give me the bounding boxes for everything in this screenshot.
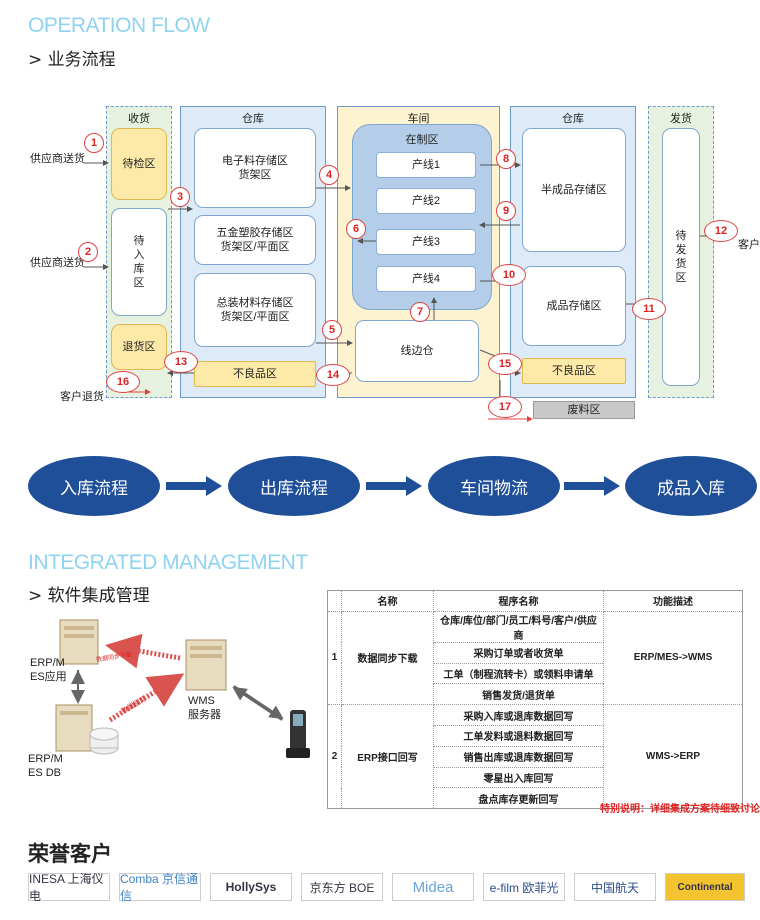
step-11-badge: 11 bbox=[632, 298, 666, 320]
semi-finished-storage: 半成品存储区 bbox=[522, 128, 626, 252]
scrap-area: 废料区 bbox=[533, 401, 635, 419]
finished-storage: 成品存储区 bbox=[522, 266, 626, 346]
process-inbound: 入库流程 bbox=[28, 456, 160, 516]
program-cell: 盘点库存更新回写 bbox=[433, 787, 604, 810]
program-cell: 工单发料或退料数据回写 bbox=[433, 724, 604, 747]
ship-zone-title: 发货 bbox=[670, 113, 692, 125]
operation-flow-subtitle: > 业务流程 bbox=[28, 50, 116, 70]
hardware-storage: 五金塑胶存储区 货架区/平面区 bbox=[194, 215, 316, 265]
process-workshop-logistics: 车间物流 bbox=[428, 456, 560, 516]
step-10-badge: 10 bbox=[492, 264, 526, 286]
step-3-badge: 3 bbox=[170, 187, 190, 207]
group-2-no: 2 bbox=[327, 704, 342, 810]
program-cell: 销售发货/退货单 bbox=[433, 683, 604, 706]
workshop-zone-title: 车间 bbox=[407, 113, 430, 125]
logo-inesa: INESA 上海仪电 bbox=[28, 872, 110, 903]
program-cell: 零星出入库回写 bbox=[433, 766, 604, 789]
logo-continental: Continental bbox=[665, 873, 745, 901]
step-6-badge: 6 bbox=[346, 219, 366, 239]
step-14-badge: 14 bbox=[316, 364, 350, 386]
process-arrow-3 bbox=[564, 476, 620, 496]
receive-zone-title: 收货 bbox=[128, 113, 150, 125]
table-header-program: 程序名称 bbox=[433, 590, 604, 612]
returns-area: 退货区 bbox=[111, 324, 167, 370]
step-1-badge: 1 bbox=[84, 133, 104, 153]
process-finished-inbound: 成品入库 bbox=[625, 456, 757, 516]
line-side-store: 线边仓 bbox=[355, 320, 479, 382]
group-2-name: ERP接口回写 bbox=[341, 704, 434, 810]
erp-app-server-icon bbox=[59, 619, 99, 665]
production-line-1: 产线1 bbox=[376, 152, 476, 178]
group-1-name: 数据同步下载 bbox=[341, 610, 434, 706]
logo-ofilm: e-film 欧菲光 bbox=[483, 873, 565, 901]
logo-boe: 京东方 BOE bbox=[301, 873, 383, 901]
integrated-title: INTEGRATED MANAGEMENT bbox=[28, 551, 308, 574]
table-row: 1 数据同步下载 仓库/库位/部门/员工/料号/客户/供应商 ERP/MES->… bbox=[327, 610, 743, 706]
process-arrow-2 bbox=[366, 476, 422, 496]
table-header-no bbox=[327, 590, 342, 612]
warehouse-zone-1-title: 仓库 bbox=[242, 113, 264, 125]
defect-area-1: 不良品区 bbox=[194, 361, 316, 387]
step-17-badge: 17 bbox=[488, 396, 522, 418]
step-8-badge: 8 bbox=[496, 149, 516, 169]
electronic-storage: 电子料存储区 货架区 bbox=[194, 128, 316, 208]
step-16-badge: 16 bbox=[106, 371, 140, 393]
table-note: 特别说明：详细集成方案待细致讨论 bbox=[600, 804, 760, 815]
program-cell: 采购订单或者收货单 bbox=[433, 641, 604, 664]
supplier-delivery-label-2: 供应商送货 bbox=[30, 257, 85, 269]
step-15-badge: 15 bbox=[488, 353, 522, 375]
step-13-badge: 13 bbox=[164, 351, 198, 373]
logo-casc: 中国航天 bbox=[574, 873, 656, 901]
step-9-badge: 9 bbox=[496, 201, 516, 221]
program-cell: 仓库/库位/部门/员工/料号/客户/供应商 bbox=[433, 610, 604, 643]
supplier-delivery-label-1: 供应商送货 bbox=[30, 153, 85, 165]
assembly-storage: 总装材料存储区 货架区/平面区 bbox=[194, 273, 316, 347]
table-header-name: 名称 bbox=[341, 590, 434, 612]
to-ship-area: 待 发 货 区 bbox=[662, 128, 700, 386]
group-1-no: 1 bbox=[327, 610, 342, 706]
wms-server-label: WMS 服务器 bbox=[188, 695, 221, 721]
process-arrow-1 bbox=[166, 476, 222, 496]
program-cell: 工单（制程流转卡）或领料申请单 bbox=[433, 662, 604, 685]
step-2-badge: 2 bbox=[78, 242, 98, 262]
table-row: 2 ERP接口回写 采购入库或退库数据回写 WMS->ERP bbox=[327, 704, 743, 810]
step-12-badge: 12 bbox=[704, 220, 738, 242]
wip-area-title: 在制区 bbox=[405, 134, 439, 146]
erp-db-server-icon bbox=[55, 704, 119, 755]
defect-area-2: 不良品区 bbox=[522, 358, 626, 384]
erp-db-label: ERP/M ES DB bbox=[28, 753, 63, 779]
customer-return-label: 客户退货 bbox=[60, 391, 104, 403]
table-row: 盘点库存更新回写 bbox=[328, 787, 743, 810]
step-5-badge: 5 bbox=[322, 320, 342, 340]
erp-app-label: ERP/M ES应用 bbox=[30, 657, 67, 683]
logo-hollysys: HollySys bbox=[210, 873, 292, 901]
operation-flow-title: OPERATION FLOW bbox=[28, 14, 210, 37]
integrated-subtitle: > 软件集成管理 bbox=[28, 586, 150, 606]
process-outbound: 出库流程 bbox=[228, 456, 360, 516]
table-header-desc: 功能描述 bbox=[603, 590, 743, 612]
warehouse-zone-2-title: 仓库 bbox=[562, 113, 584, 125]
program-cell: 销售出库或退库数据回写 bbox=[433, 745, 604, 768]
wms-server-icon bbox=[185, 639, 227, 691]
table-row: 零星出入库回写 bbox=[328, 766, 743, 789]
program-cell: 采购入库或退库数据回写 bbox=[433, 704, 604, 726]
table-header-row: 名称 程序名称 功能描述 bbox=[327, 590, 743, 612]
step-7-badge: 7 bbox=[410, 302, 430, 322]
group-1-desc: ERP/MES->WMS bbox=[603, 610, 743, 706]
customer-label: 客户 bbox=[738, 239, 760, 251]
handheld-scanner-icon bbox=[286, 710, 310, 758]
logo-midea: Midea bbox=[392, 873, 474, 901]
group-2-desc: WMS->ERP bbox=[603, 704, 743, 810]
integration-table: 名称 程序名称 功能描述 1 数据同步下载 仓库/库位/部门/员工/料号/客户/… bbox=[327, 590, 743, 810]
production-line-2: 产线2 bbox=[376, 188, 476, 214]
customers-title: 荣誉客户 bbox=[28, 842, 112, 866]
integration-graphic bbox=[55, 619, 310, 758]
inspect-area: 待检区 bbox=[111, 128, 167, 200]
production-line-3: 产线3 bbox=[376, 229, 476, 255]
production-line-4: 产线4 bbox=[376, 266, 476, 292]
logo-comba: Comba 京信通信 bbox=[119, 872, 201, 903]
pending-stock-area: 待 入 库 区 bbox=[111, 208, 167, 316]
step-4-badge: 4 bbox=[319, 165, 339, 185]
